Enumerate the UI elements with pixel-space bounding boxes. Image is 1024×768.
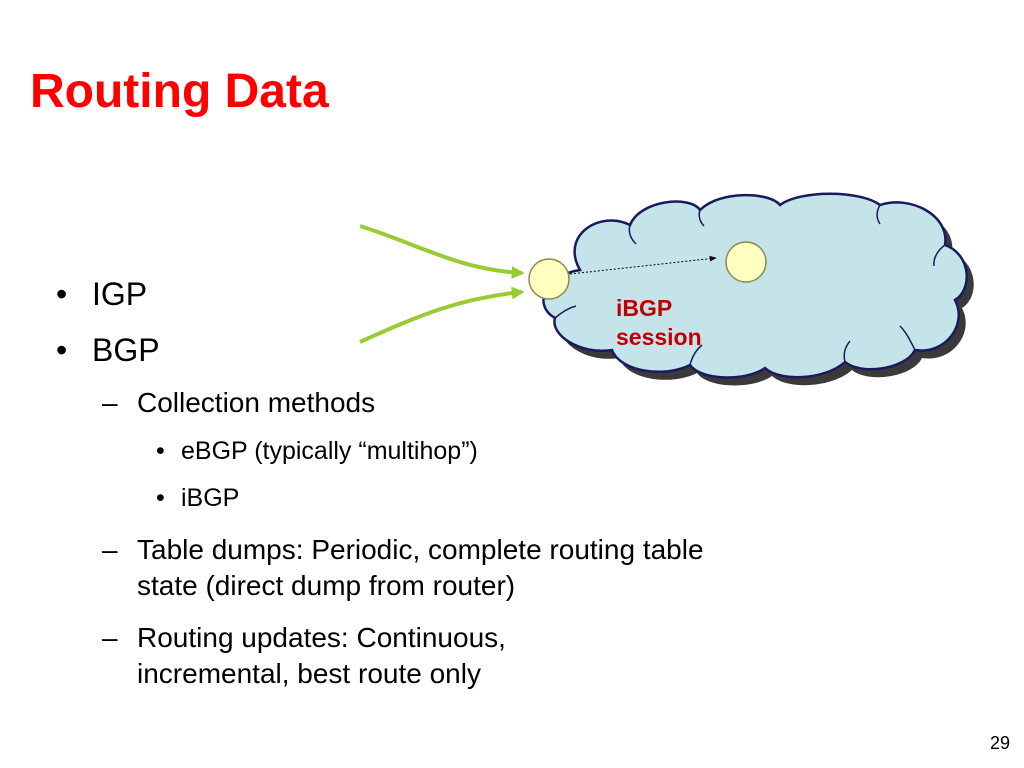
sub-bullet-dash: –	[102, 387, 118, 418]
sub-sub-bullet-text: iBGP	[181, 484, 240, 512]
ibgp-session-arrow	[569, 255, 717, 275]
ibgp-label-line1: iBGP	[616, 295, 673, 321]
sub-bullet-dash: –	[102, 622, 118, 653]
slide-title: Routing Data	[30, 65, 329, 118]
sub-bullet-routing-updates: – Routing updates: Continuous, increment…	[102, 620, 662, 692]
green-arrow-top	[359, 224, 525, 279]
bullet-dot: •	[156, 437, 165, 465]
sub-bullet-text: Table dumps: Periodic, complete routing …	[137, 534, 704, 601]
router-node-left	[528, 258, 570, 300]
bullet-dot: •	[56, 332, 68, 368]
sub-bullet-dash: –	[102, 534, 118, 565]
ibgp-session-label: iBGP session	[616, 294, 702, 352]
sub-bullet-collection-methods: – Collection methods	[102, 385, 762, 421]
bullet-text: IGP	[92, 276, 148, 312]
network-cloud	[542, 192, 968, 379]
sub-bullet-table-dumps: – Table dumps: Periodic, complete routin…	[102, 532, 762, 604]
page-number: 29	[989, 733, 1010, 753]
ibgp-label-line2: session	[616, 324, 702, 350]
sub-bullet-text: Collection methods	[137, 387, 376, 418]
router-node-right	[725, 241, 767, 283]
bullet-dot: •	[56, 276, 68, 312]
bullet-dot: •	[156, 484, 165, 512]
sub-sub-bullet-text: eBGP (typically “multihop”)	[181, 437, 478, 465]
green-arrow-bottom	[359, 286, 525, 344]
bullet-text: BGP	[92, 332, 160, 368]
sub-bullet-text: Routing updates: Continuous, incremental…	[137, 622, 506, 689]
